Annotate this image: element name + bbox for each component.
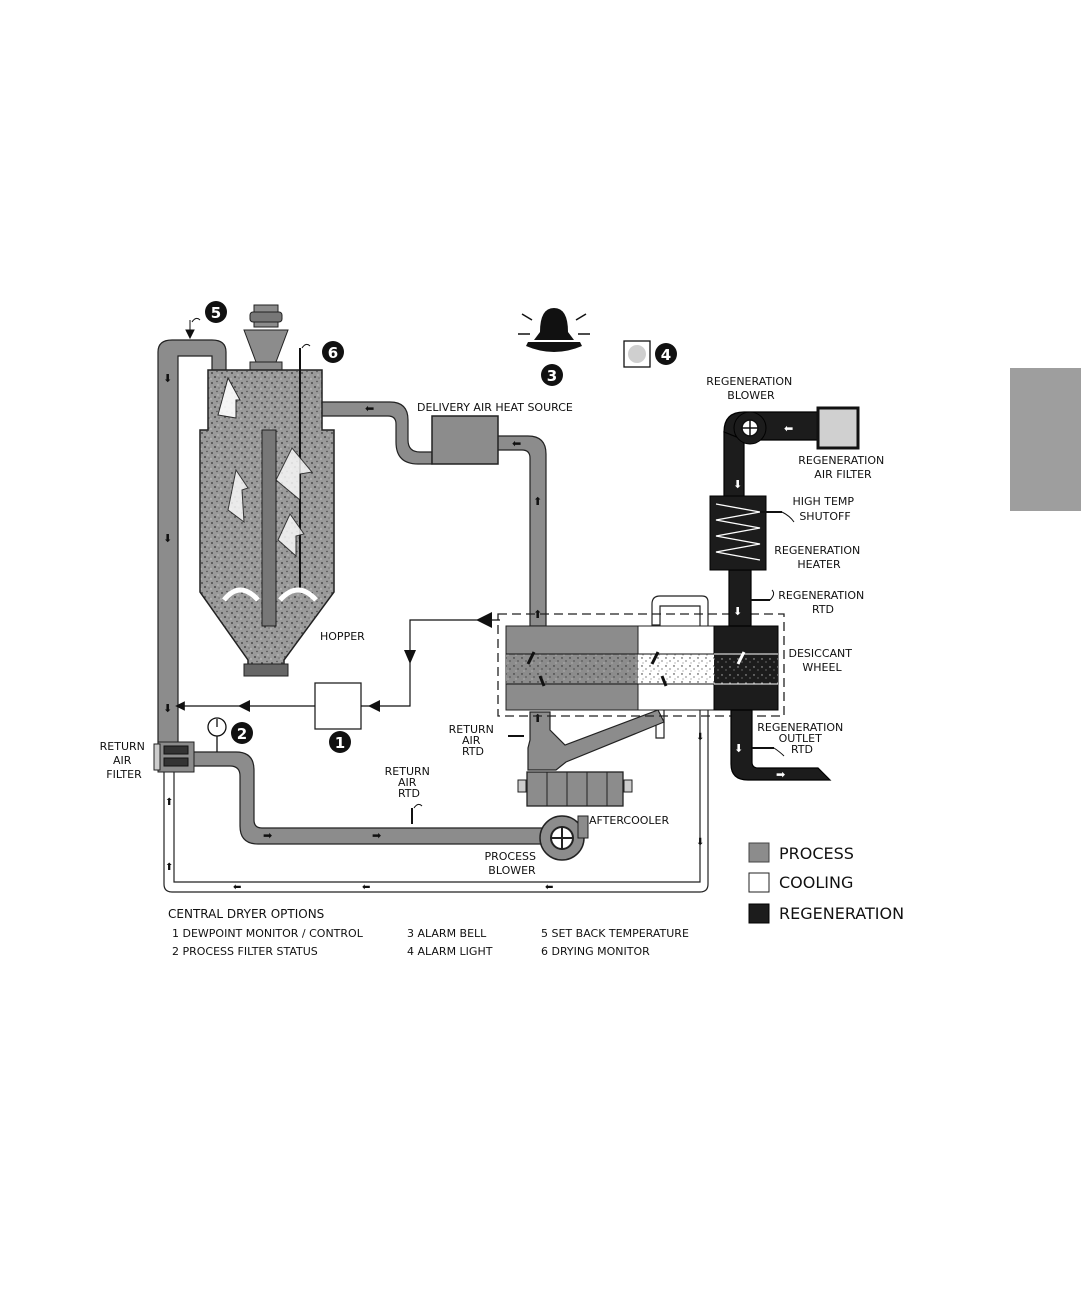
cooling-loop: ⬅ ⬅ ⬅ ⬇ ⬇ ⬆ ⬆: [163, 595, 709, 893]
svg-text:⬆: ⬆: [533, 495, 542, 508]
svg-text:COOLING: COOLING: [779, 873, 853, 892]
label-aftercooler: AFTERCOOLER: [589, 814, 669, 827]
dewpoint-monitor: [175, 612, 500, 730]
svg-text:REGENERATION: REGENERATION: [779, 904, 904, 923]
aftercooler: [517, 771, 633, 807]
regeneration-blower: [733, 411, 767, 445]
svg-text:⬇: ⬇: [733, 478, 742, 491]
label-regeneration-outlet-rtd: REGENERATION OUTLET RTD: [757, 721, 846, 756]
label-return-air-filter: RETURN AIR FILTER: [100, 740, 149, 781]
label-desiccant-wheel: DESICCANT WHEEL: [789, 647, 856, 674]
svg-text:⬇: ⬇: [696, 837, 704, 848]
svg-text:⬅: ⬅: [512, 437, 521, 450]
central-dryer-options: CENTRAL DRYER OPTIONS 1 DEWPOINT MONITOR…: [168, 907, 689, 958]
svg-text:3: 3: [547, 367, 557, 385]
desiccant-wheel: [497, 613, 785, 717]
svg-text:➡: ➡: [372, 829, 381, 842]
svg-text:⬅: ⬅: [784, 422, 793, 435]
svg-text:4: 4: [661, 346, 671, 364]
svg-text:⬅: ⬅: [233, 882, 241, 893]
option-item: 1 DEWPOINT MONITOR / CONTROL: [172, 927, 364, 940]
label-regeneration-air-filter: REGENERATION AIR FILTER: [798, 454, 887, 481]
svg-text:PROCESS: PROCESS: [779, 844, 854, 863]
label-process-blower: PROCESS BLOWER: [484, 850, 539, 877]
svg-text:⬅: ⬅: [545, 882, 553, 893]
regeneration-air-filter: [816, 406, 860, 450]
svg-text:➡: ➡: [776, 768, 785, 781]
hopper: [199, 304, 335, 677]
label-high-temp-shutoff: HIGH TEMP SHUTOFF: [792, 495, 857, 523]
delivery-air-heat-source: [431, 415, 499, 465]
alarm-light-icon: [623, 340, 651, 368]
legend-item-cooling: COOLING: [748, 872, 853, 893]
svg-text:5: 5: [211, 304, 221, 322]
rtd-probes: [185, 317, 795, 824]
section-tab: [1010, 368, 1081, 511]
label-return-air-rtd-lower: RETURN AIR RTD: [385, 765, 434, 800]
option-item: 2 PROCESS FILTER STATUS: [172, 945, 318, 958]
callout-2: 2: [231, 722, 253, 744]
svg-text:1: 1: [335, 734, 345, 752]
svg-text:2: 2: [237, 725, 247, 743]
svg-text:⬆: ⬆: [533, 712, 542, 725]
alarm-bell-icon: [518, 308, 590, 352]
callout-5: 5: [205, 301, 227, 323]
options-title: CENTRAL DRYER OPTIONS: [168, 907, 324, 921]
option-item: 6 DRYING MONITOR: [541, 945, 650, 958]
label-return-air-rtd-upper: RETURN AIR RTD: [449, 723, 498, 758]
svg-text:⬆: ⬆: [165, 797, 173, 808]
callout-1: 1: [329, 731, 351, 753]
legend-item-regeneration: REGENERATION: [748, 903, 904, 924]
callout-4: 4: [655, 343, 677, 365]
callout-3: 3: [541, 364, 563, 386]
label-hopper: HOPPER: [320, 630, 365, 643]
label-regeneration-blower: REGENERATION BLOWER: [706, 375, 795, 402]
legend-item-process: PROCESS: [748, 842, 854, 863]
svg-text:⬅: ⬅: [365, 402, 374, 415]
svg-text:⬇: ⬇: [696, 732, 704, 743]
label-regeneration-heater: REGENERATION HEATER: [774, 544, 863, 571]
return-air-filter: [153, 741, 195, 773]
svg-text:⬆: ⬆: [533, 608, 542, 621]
svg-text:6: 6: [328, 344, 338, 362]
legend: PROCESS COOLING REGENERATION: [748, 842, 904, 924]
svg-text:⬇: ⬇: [163, 702, 172, 715]
label-delivery-air-heat-source: DELIVERY AIR HEAT SOURCE: [417, 401, 573, 414]
option-item: 3 ALARM BELL: [407, 927, 487, 940]
label-regeneration-rtd: REGENERATION RTD: [778, 589, 867, 616]
svg-text:⬇: ⬇: [734, 742, 743, 755]
svg-text:⬇: ⬇: [163, 372, 172, 385]
regeneration-heater: [709, 495, 767, 571]
svg-text:➡: ➡: [263, 829, 272, 842]
svg-text:⬅: ⬅: [362, 882, 370, 893]
option-item: 5 SET BACK TEMPERATURE: [541, 927, 689, 940]
svg-text:⬇: ⬇: [163, 532, 172, 545]
process-blower: [539, 815, 589, 861]
filter-status-gauge: [207, 717, 227, 752]
callout-6: 6: [322, 341, 344, 363]
option-item: 4 ALARM LIGHT: [407, 945, 493, 958]
svg-text:⬇: ⬇: [733, 605, 742, 618]
svg-text:⬆: ⬆: [165, 862, 173, 873]
